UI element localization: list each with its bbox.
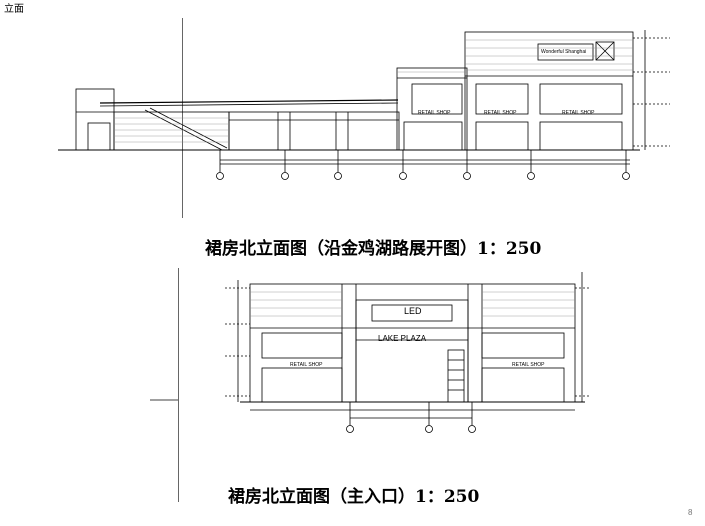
retail-shop-label-1b: RETAIL SHOP [484, 110, 517, 116]
corner-label: 立面 [4, 4, 24, 15]
retail-shop-label-2b: RETAIL SHOP [512, 362, 545, 368]
retail-shop-label-1a: RETAIL SHOP [418, 110, 451, 116]
drawing-1-caption: 裙房北立面图（沿金鸡湖路展开图）1：250 [205, 239, 542, 259]
retail-shop-label-1c: RETAIL SHOP [562, 110, 595, 116]
page-number: 8 [688, 508, 693, 517]
plaza-label: LAKE PLAZA [378, 334, 427, 343]
drawing-2-caption: 裙房北立面图（主入口）1：250 [228, 487, 480, 507]
wonderful-sign-label: Wonderful Shanghai [541, 49, 587, 55]
led-label: LED [404, 306, 422, 316]
guide-line-bottom [178, 268, 179, 502]
retail-shop-label-2a: RETAIL SHOP [290, 362, 323, 368]
